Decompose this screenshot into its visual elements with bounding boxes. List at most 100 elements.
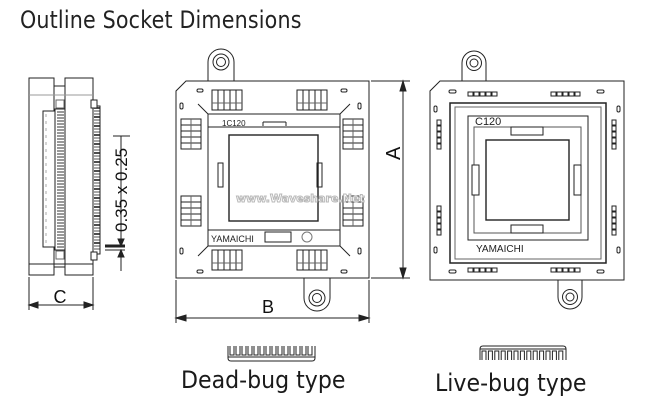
side-view	[27, 77, 130, 310]
mount-hole-bottom	[308, 289, 326, 307]
contact-pad	[611, 217, 617, 224]
contact-block	[296, 89, 328, 111]
live-bug-cavity	[485, 139, 570, 221]
contact-pad	[562, 267, 569, 273]
contact-block	[296, 249, 328, 271]
contact-pad	[550, 267, 557, 273]
icon-pin	[229, 346, 235, 356]
icon-pin	[235, 346, 241, 356]
icon-pin	[532, 350, 538, 360]
contact-pad	[611, 205, 617, 212]
icon-pin	[558, 350, 564, 360]
icon-pin	[259, 346, 265, 356]
live-bug-view	[429, 50, 625, 310]
icon-pin	[307, 346, 313, 356]
contact-pad	[436, 125, 442, 132]
contact-pad	[479, 91, 486, 97]
page-title: Outline Socket Dimensions	[20, 6, 302, 34]
contact-pad	[485, 91, 492, 97]
side-pins-right	[92, 105, 101, 255]
dimension-c-label: C	[54, 287, 67, 307]
contact-pad	[436, 223, 442, 230]
dead-bug-cavity	[228, 134, 319, 222]
contact-pad	[611, 143, 617, 150]
contact-pad	[436, 229, 442, 236]
contact-pad	[611, 223, 617, 230]
icon-pin	[301, 346, 307, 356]
contact-pad	[574, 267, 581, 273]
icon-pin	[487, 350, 493, 360]
icon-pin	[494, 350, 500, 360]
icon-pin	[241, 346, 247, 356]
contact-pad	[568, 91, 575, 97]
icon-pin	[545, 350, 551, 360]
live-bug-brand-label: YAMAICHI	[476, 244, 524, 255]
contact-pad	[611, 137, 617, 144]
contact-pad	[436, 205, 442, 212]
contact-pad	[611, 131, 617, 138]
mount-hole-top	[212, 53, 230, 71]
contact-pad	[556, 91, 563, 97]
live-bug-contact-pads	[436, 91, 617, 273]
contact-pad	[611, 229, 617, 236]
icon-pin	[519, 350, 525, 360]
contact-pad	[611, 125, 617, 132]
icon-pin	[507, 350, 513, 360]
icon-pin	[271, 346, 277, 356]
dead-bug-model-label: 1C120	[222, 119, 246, 128]
icon-pin	[481, 350, 487, 360]
contact-pad	[611, 119, 617, 126]
side-inner-plate	[42, 110, 56, 248]
contact-block	[211, 89, 243, 111]
icon-pin	[253, 346, 259, 356]
contact-pad	[436, 119, 442, 126]
icon-pin	[551, 350, 557, 360]
contact-pad	[491, 267, 498, 273]
contact-pad	[436, 131, 442, 138]
dead-icon-pins	[228, 346, 315, 358]
contact-pad	[436, 137, 442, 144]
contact-pad	[436, 211, 442, 218]
dead-bug-view	[174, 48, 410, 323]
icon-pin	[500, 350, 506, 360]
dimension-a-label: A	[383, 146, 405, 160]
contact-pad	[473, 91, 480, 97]
icon-pin	[247, 346, 253, 356]
contact-pad	[562, 91, 569, 97]
contact-pad	[436, 143, 442, 150]
dead-bug-type-icon	[227, 346, 316, 362]
contact-pad	[550, 91, 557, 97]
pitch-dimension-label: 0.35 x 0.25	[112, 148, 131, 232]
dimension-b-label: B	[262, 297, 274, 317]
dead-bug-contact-blocks	[180, 89, 364, 271]
live-bug-model-label: C120	[475, 116, 501, 128]
contact-pad	[436, 217, 442, 224]
contact-pad	[574, 91, 581, 97]
live-bug-caption: Live-bug type	[435, 369, 587, 397]
contact-pad	[473, 267, 480, 273]
live-bug-type-icon	[479, 345, 567, 360]
contact-pad	[485, 267, 492, 273]
contact-block	[211, 249, 243, 271]
dead-bug-brand-label: YAMAICHI	[211, 234, 254, 244]
icon-pin	[265, 346, 271, 356]
icon-pin	[513, 350, 519, 360]
contact-pad	[467, 267, 474, 273]
icon-pin	[289, 346, 295, 356]
icon-pin	[539, 350, 545, 360]
icon-pin	[526, 350, 532, 360]
contact-pad	[479, 267, 486, 273]
icon-pin	[295, 346, 301, 356]
contact-pad	[491, 91, 498, 97]
watermark-text: www.Waveshare.Net	[236, 192, 365, 205]
icon-pin	[283, 346, 289, 356]
live-icon-pins	[480, 348, 566, 360]
dead-bug-caption: Dead-bug type	[181, 366, 346, 394]
contact-pad	[556, 267, 563, 273]
side-right-body	[64, 77, 94, 276]
icon-pin	[277, 346, 283, 356]
contact-pad	[568, 267, 575, 273]
contact-pad	[611, 211, 617, 218]
contact-pad	[467, 91, 474, 97]
